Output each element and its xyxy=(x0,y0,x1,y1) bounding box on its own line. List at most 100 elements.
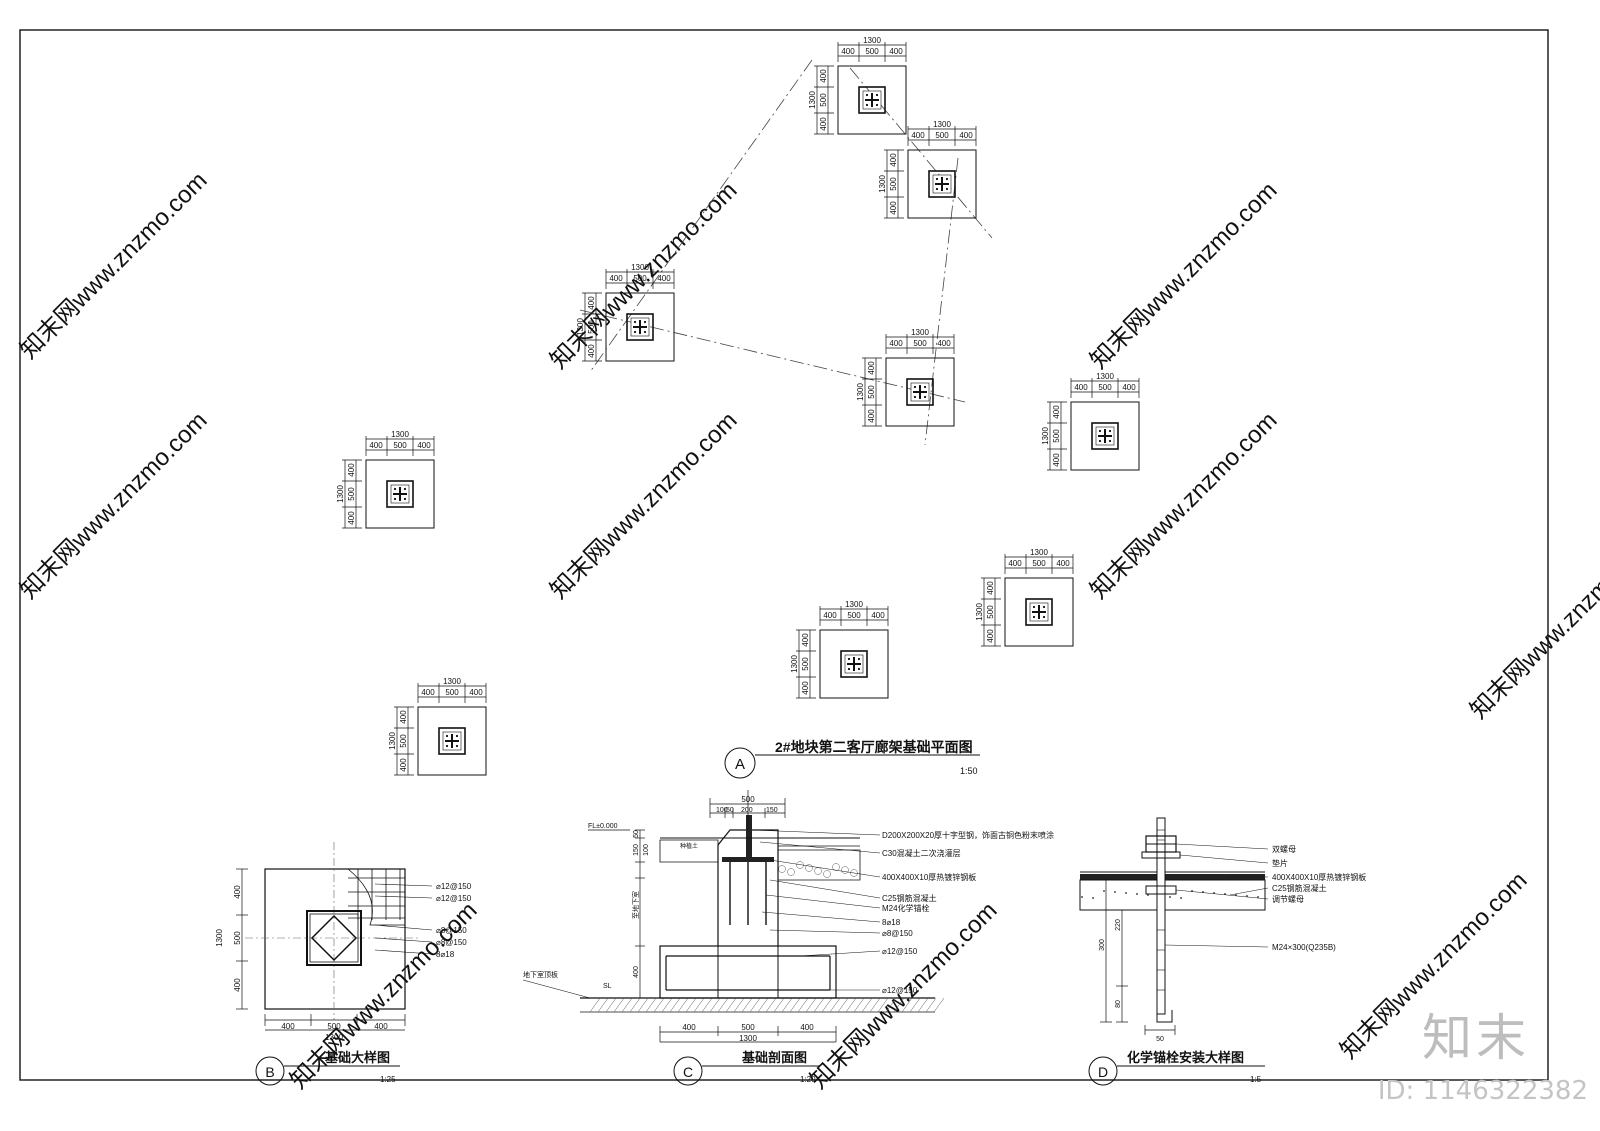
dim-400: 400 xyxy=(609,274,623,283)
detail-d: 220 300 80 50 双螺母垫片400X400X10厚热镀锌钢板C25钢筋… xyxy=(1079,817,1366,1086)
dim-500: 500 xyxy=(1052,429,1061,443)
section-c-title: 基础剖面图 xyxy=(741,1050,807,1065)
footing-block xyxy=(659,945,837,999)
anchor-bolt xyxy=(1156,817,1166,1015)
dim-500: 500 xyxy=(741,1023,755,1032)
detail-d-title: 化学锚栓安装大样图 xyxy=(1127,1050,1244,1065)
dim-400: 400 xyxy=(819,117,828,131)
section-callout: 400X400X10厚热镀锌钢板 xyxy=(882,872,976,882)
dim-400: 400 xyxy=(682,1023,696,1032)
dim-400: 400 xyxy=(986,581,995,595)
section-c: 种植土 50 150 100 至地下室 400 FL±0.000 SL 地下室顶… xyxy=(522,790,1054,1086)
dim-400: 400 xyxy=(347,511,356,525)
dim-400: 400 xyxy=(867,409,876,423)
dim-500: 500 xyxy=(867,385,876,399)
roof-slab-label: 地下室顶板 xyxy=(523,970,558,979)
dim-50: 50 xyxy=(726,807,734,814)
dim-400: 400 xyxy=(1052,405,1061,419)
section-callout: C30混凝土二次浇灌层 xyxy=(882,848,961,858)
dim-100: 100 xyxy=(716,807,728,814)
section-callout: 8⌀18 xyxy=(882,918,901,927)
watermark-layer: 知末网www.znzmo.com 知末网www.znzmo.com 知末网www.z… xyxy=(15,167,1600,1094)
dim-400: 400 xyxy=(841,47,855,56)
detail-b-tag-circle xyxy=(255,1056,285,1086)
dim-400: 400 xyxy=(469,688,483,697)
detail-d-tag: D xyxy=(1098,1064,1108,1080)
mesh-break-line xyxy=(347,868,405,926)
pier-inner xyxy=(309,913,359,963)
dim-500: 500 xyxy=(633,274,647,283)
dim-150: 150 xyxy=(633,844,640,856)
dim-1300: 1300 xyxy=(863,36,881,45)
dim-500: 500 xyxy=(1098,383,1112,392)
section-callout: ⌀8@150 xyxy=(882,929,913,938)
rebar-label: ⌀12@150 xyxy=(436,894,472,903)
dim-400: 400 xyxy=(937,339,951,348)
section-c-scale: 1:20 xyxy=(800,1075,816,1084)
dim-400: 400 xyxy=(823,611,837,620)
bolt-hook xyxy=(1156,1010,1173,1023)
dim-400: 400 xyxy=(801,633,810,647)
dim-400: 400 xyxy=(959,131,973,140)
dim-400: 400 xyxy=(399,710,408,724)
dim-400: 400 xyxy=(587,296,596,310)
fl-label: FL±0.000 xyxy=(588,823,618,830)
pier-tie-diamond xyxy=(310,914,358,962)
dim-1300: 1300 xyxy=(933,120,951,129)
dim-400: 400 xyxy=(867,361,876,375)
watermark-text: 知末网www.znzmo.com xyxy=(545,407,742,604)
dim-400: 400 xyxy=(1052,453,1061,467)
detail-d-scale: 1:5 xyxy=(1250,1075,1262,1084)
dim-400: 400 xyxy=(801,681,810,695)
watermark-text: 知末网www.znzmo.com xyxy=(1085,177,1282,374)
dim-1300: 1300 xyxy=(388,732,397,750)
detail-b-title: 基础大样图 xyxy=(324,1050,390,1065)
anchor-callout: 双螺母 xyxy=(1272,844,1296,854)
dim-400: 400 xyxy=(633,966,640,978)
dim-400: 400 xyxy=(233,885,242,899)
dim-400: 400 xyxy=(281,1022,295,1031)
dim-220: 220 xyxy=(1115,919,1122,931)
dim-400: 400 xyxy=(1122,383,1136,392)
soil-label: 种植土 xyxy=(680,842,698,850)
section-callout: ⌀12@150 xyxy=(882,947,918,956)
dim-150: 150 xyxy=(766,807,778,814)
watermark-text: 知末网www.znzmo.com xyxy=(1465,527,1600,724)
footing-outline xyxy=(264,868,406,1010)
dim-500: 500 xyxy=(327,1022,341,1031)
anchor-plate xyxy=(1080,874,1265,880)
dim-400: 400 xyxy=(399,758,408,772)
anchor-callout: M24×300(Q235B) xyxy=(1272,943,1336,952)
dim-1300: 1300 xyxy=(878,175,887,193)
rebar-label: ⌀12@150 xyxy=(436,882,472,891)
watermark-text: 知末网www.znzmo.com xyxy=(1085,407,1282,604)
dim-50: 50 xyxy=(633,830,640,838)
dim-1300: 1300 xyxy=(856,383,865,401)
dim-500: 500 xyxy=(741,795,755,804)
watermark-id: ID: 1146322382 xyxy=(1377,1076,1588,1106)
dim-1300: 1300 xyxy=(1041,427,1050,445)
dim-400: 400 xyxy=(1074,383,1088,392)
sl-label: SL xyxy=(603,983,612,990)
dim-80: 80 xyxy=(1115,1000,1122,1008)
dim-500: 500 xyxy=(913,339,927,348)
dim-500: 500 xyxy=(587,320,596,334)
axis-line xyxy=(924,157,959,446)
dim-500: 500 xyxy=(399,734,408,748)
dim-100: 100 xyxy=(643,844,650,856)
dim-500: 500 xyxy=(801,657,810,671)
plan-title: 2#地块第二客厅廊架基础平面图 xyxy=(775,739,973,755)
watermark-logo: 知末 xyxy=(1422,1009,1530,1067)
dim-500: 500 xyxy=(847,611,861,620)
watermark-text: 知末网www.znzmo.com xyxy=(15,407,212,604)
section-callout: C25钢筋混凝土 xyxy=(882,893,937,903)
dim-400: 400 xyxy=(819,69,828,83)
dim-500: 500 xyxy=(819,93,828,107)
dim-400: 400 xyxy=(889,153,898,167)
dim-400: 400 xyxy=(889,47,903,56)
plan-tag-circle xyxy=(724,747,756,779)
